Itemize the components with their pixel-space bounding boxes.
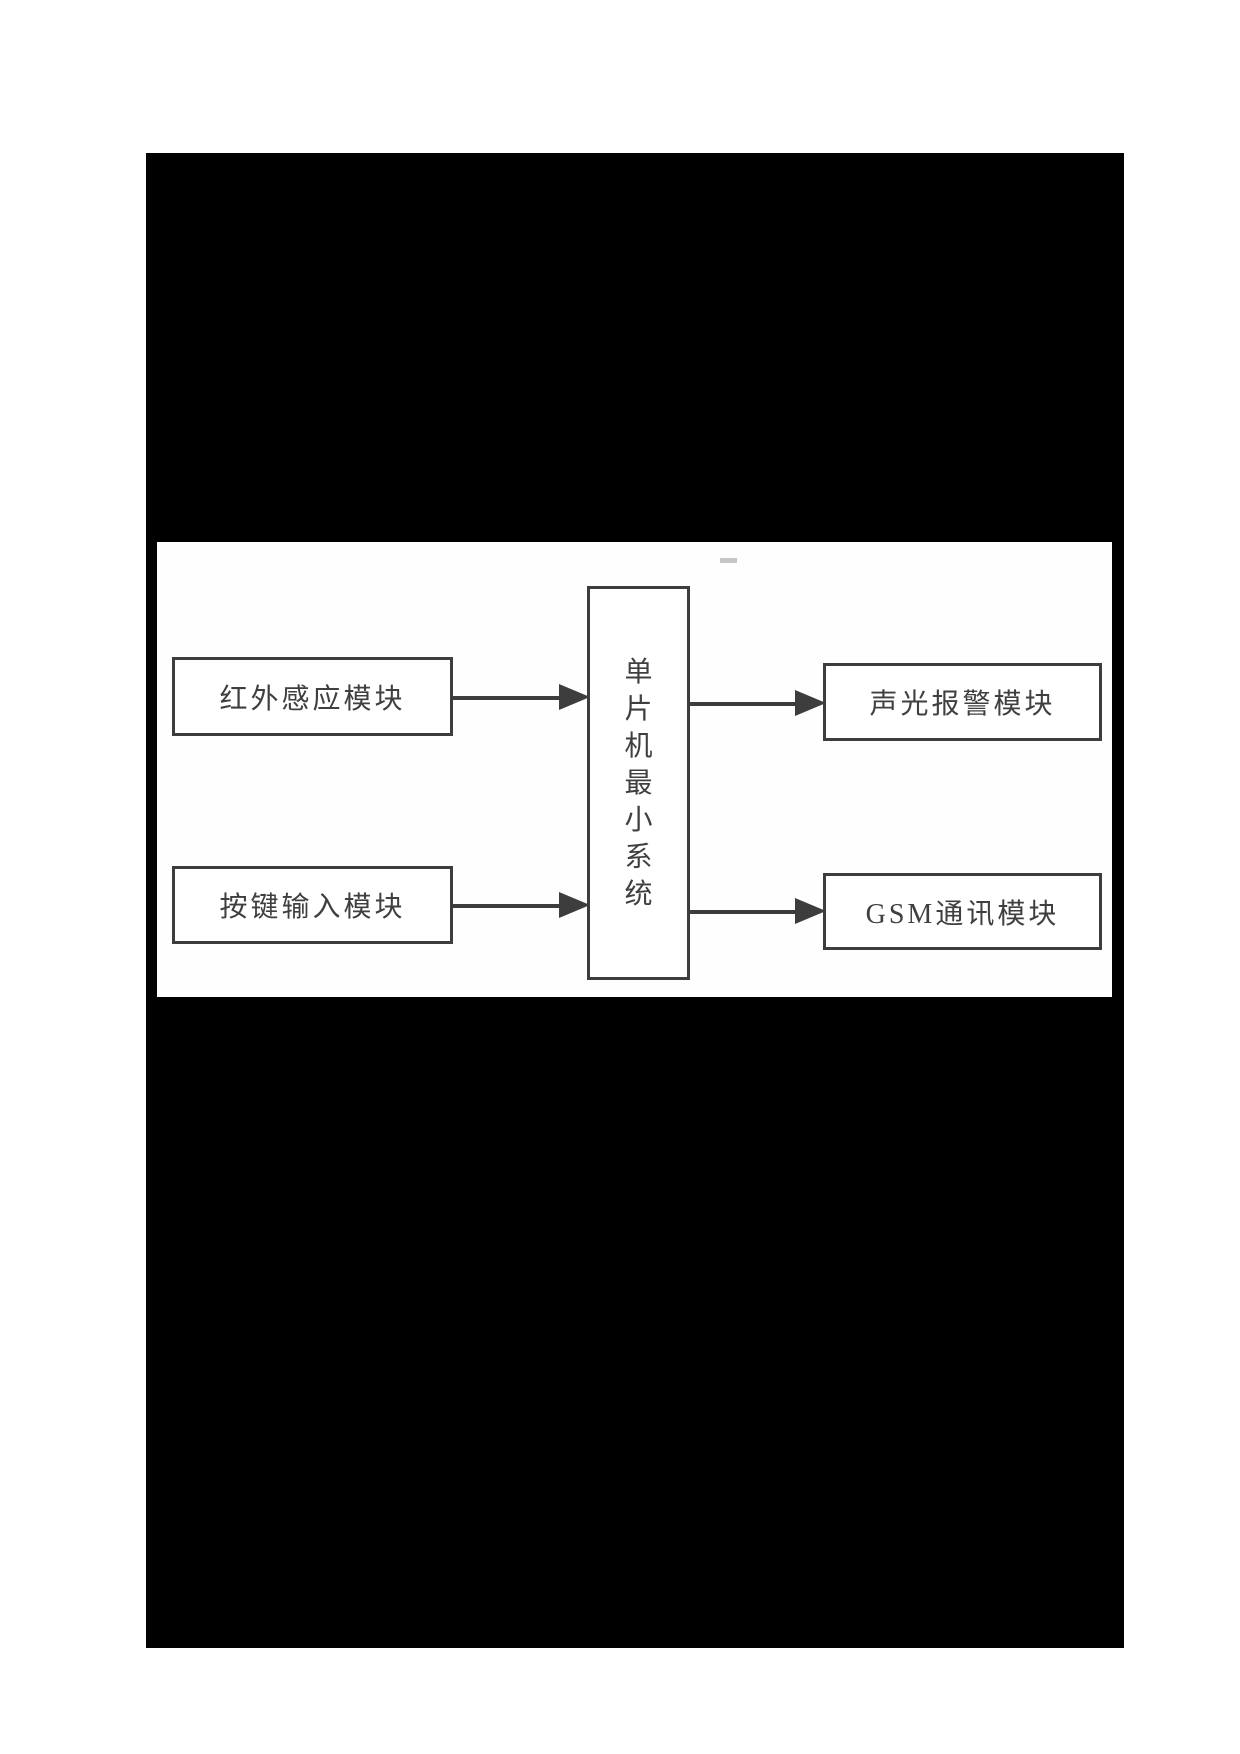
arrowhead-icon bbox=[795, 690, 826, 716]
figure-panel: 红外感应模块 按键输入模块 单片机最小系统 声光报警模块 GSM通讯模块 bbox=[157, 542, 1112, 997]
arrow-shaft bbox=[451, 904, 563, 908]
node-label: GSM通讯模块 bbox=[865, 898, 1060, 930]
node-infrared-sensor-module: 红外感应模块 bbox=[172, 657, 453, 736]
node-label: 红外感应模块 bbox=[219, 683, 406, 715]
arrow-infrared-to-mcu bbox=[451, 684, 590, 711]
arrowhead-icon bbox=[559, 684, 590, 710]
node-label: 声光报警模块 bbox=[869, 689, 1056, 720]
arrowhead-icon bbox=[795, 898, 826, 924]
arrow-mcu-to-gsm bbox=[690, 898, 826, 925]
arrow-shaft bbox=[690, 910, 799, 914]
arrowhead-icon bbox=[559, 892, 590, 918]
node-gsm-communication-module: GSM通讯模块 bbox=[823, 873, 1102, 950]
node-label: 按键输入模块 bbox=[219, 892, 406, 923]
scan-artifact-dash bbox=[720, 558, 737, 563]
node-label: 单片机最小系统 bbox=[624, 656, 653, 910]
node-mcu-minimum-system: 单片机最小系统 bbox=[587, 586, 690, 980]
arrow-shaft bbox=[690, 702, 799, 706]
arrow-mcu-to-alarm bbox=[690, 690, 826, 717]
arrow-keypad-to-mcu bbox=[451, 892, 590, 919]
arrow-shaft bbox=[451, 696, 563, 700]
node-key-input-module: 按键输入模块 bbox=[172, 866, 453, 944]
node-sound-light-alarm-module: 声光报警模块 bbox=[823, 663, 1102, 741]
